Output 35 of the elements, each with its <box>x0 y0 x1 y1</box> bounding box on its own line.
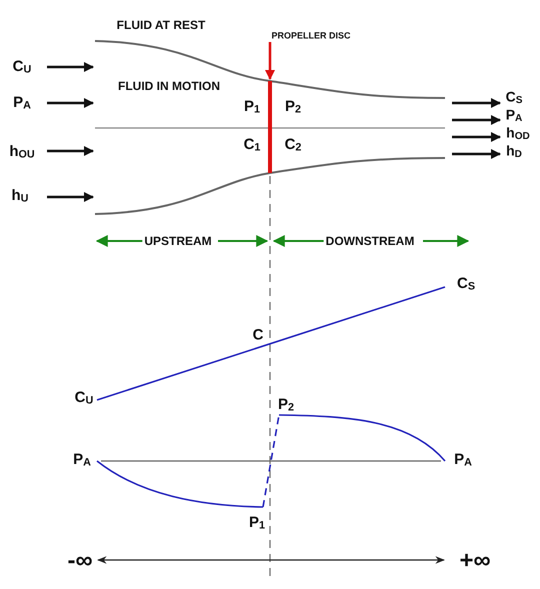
symbol-label: P$_{1}$ <box>244 98 260 116</box>
arrow <box>452 149 501 159</box>
region-label: DOWNSTREAM <box>324 235 416 247</box>
infinity-label: +∞ <box>459 549 491 573</box>
arrow <box>452 115 501 125</box>
symbol-label: h$_{U}$ <box>12 188 28 204</box>
symbol-label: h$_{OD}$ <box>506 126 530 142</box>
symbol-label: P$_{1}$ <box>248 514 266 532</box>
symbol-label: C <box>252 328 264 342</box>
region-label: FLUID AT REST <box>116 19 206 31</box>
symbol-label: P$_{2}$ <box>284 98 302 116</box>
arrow <box>47 192 94 202</box>
arrow <box>47 146 94 156</box>
symbol-label: P$_{A}$ <box>454 452 472 468</box>
symbol-label: C$_{U}$ <box>74 390 94 406</box>
symbol-label: P$_{A}$ <box>506 108 522 124</box>
arrow <box>265 42 275 80</box>
symbol-label: h$_{OU}$ <box>9 144 35 160</box>
arrow <box>47 62 94 72</box>
region-label: FLUID IN MOTION <box>118 80 220 92</box>
symbol-label: C$_{S}$ <box>456 276 476 292</box>
infinity-label: -∞ <box>67 549 93 573</box>
symbol-label: P$_{A}$ <box>13 94 31 112</box>
arrow <box>452 98 501 108</box>
region-label: UPSTREAM <box>142 235 214 247</box>
symbol-label: P$_{2}$ <box>278 396 294 414</box>
symbol-label: C$_{S}$ <box>506 90 522 106</box>
symbol-label: C$_{2}$ <box>284 136 302 154</box>
arrow <box>452 132 501 142</box>
symbol-label: C$_{1}$ <box>244 136 260 154</box>
symbol-label: h$_{D}$ <box>506 144 522 160</box>
arrow <box>47 98 94 108</box>
symbol-label: P$_{A}$ <box>73 452 91 468</box>
callout-label: PROPELLER DISC <box>272 32 350 40</box>
symbol-label: C$_{U}$ <box>12 58 32 76</box>
